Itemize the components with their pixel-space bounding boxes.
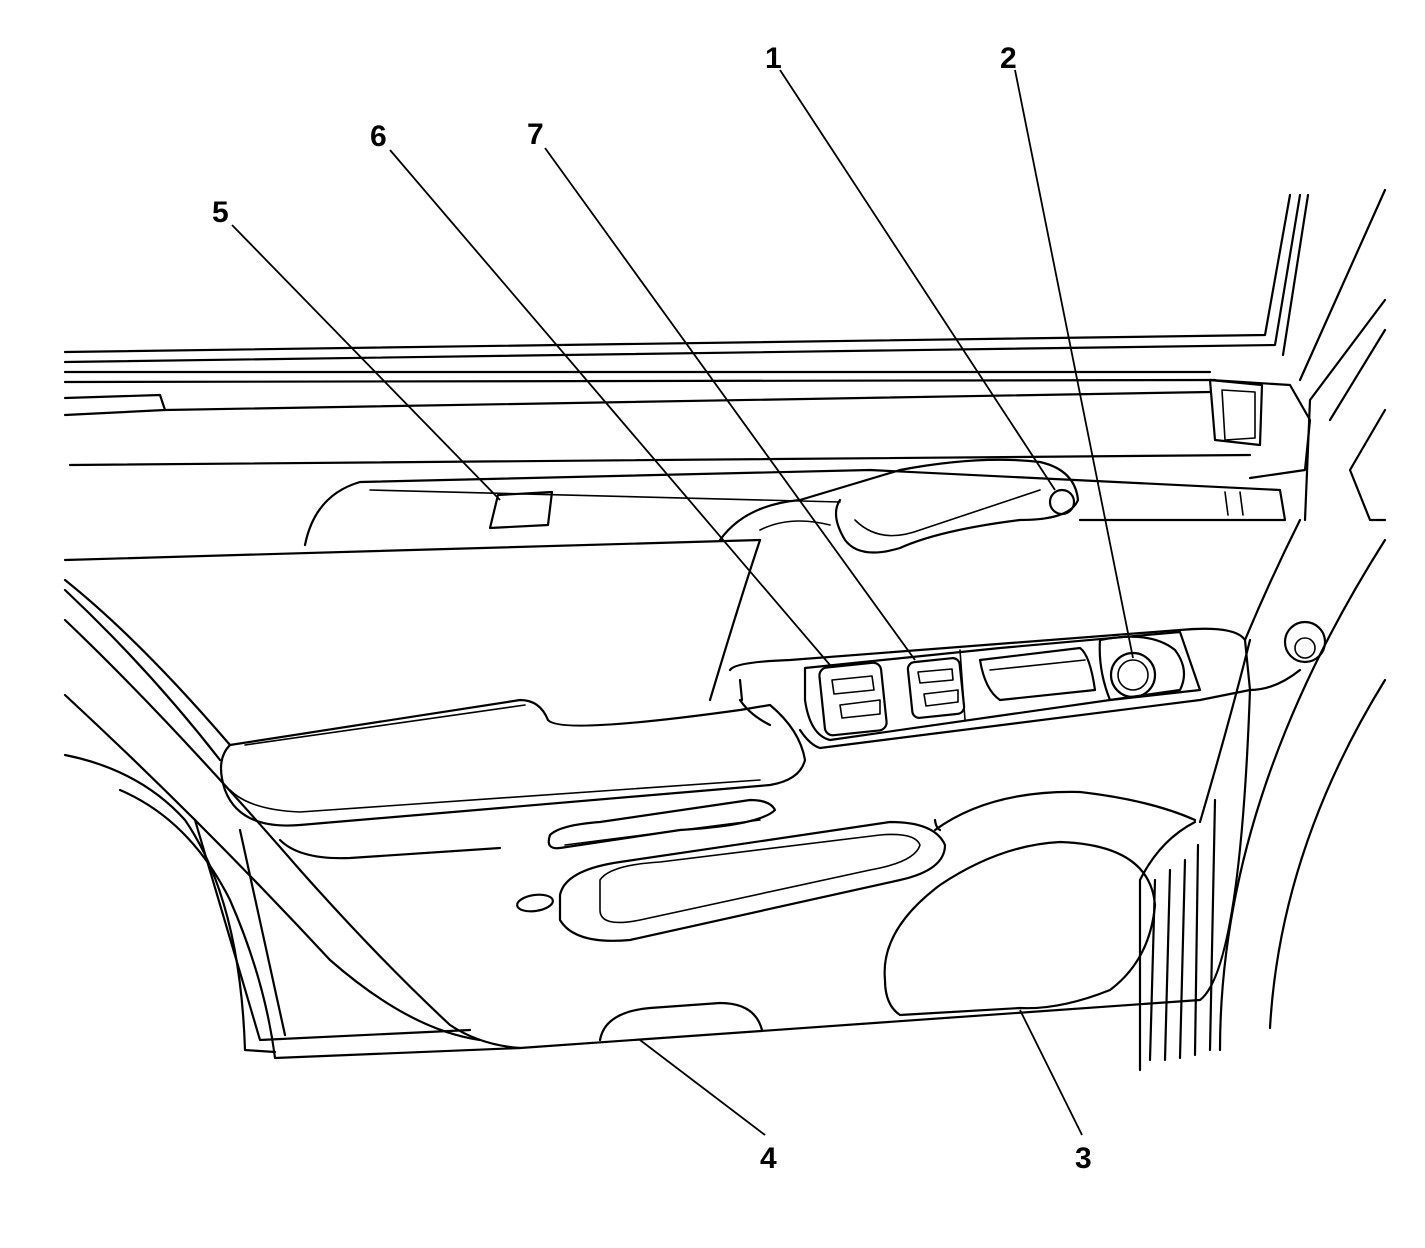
pull-handle <box>718 458 1080 554</box>
callout-4: 4 <box>760 1142 777 1175</box>
switch-bezel <box>728 627 1252 750</box>
door-edge <box>1138 518 1387 1072</box>
callout-7: 7 <box>527 118 544 151</box>
window-switch-passenger <box>906 657 966 719</box>
lock-indicator <box>488 490 554 530</box>
callout-5: 5 <box>212 196 229 229</box>
mirror-switch-recess <box>978 646 1097 702</box>
upper-trim <box>303 468 1287 547</box>
window-frame <box>63 188 1387 522</box>
leader-4 <box>639 1039 766 1136</box>
callout-1: 1 <box>765 42 782 75</box>
armrest <box>219 678 807 827</box>
leader-lines <box>231 69 1134 1136</box>
map-pocket <box>598 1001 764 1042</box>
window-switch-driver <box>818 661 888 737</box>
leader-5 <box>231 224 501 501</box>
leader-3 <box>1019 1009 1083 1136</box>
lock-button <box>1109 651 1157 699</box>
callout-3: 3 <box>1075 1142 1092 1175</box>
lower-door-panel <box>278 790 1197 942</box>
leader-6 <box>389 149 831 666</box>
leader-1 <box>779 69 1056 491</box>
callout-6: 6 <box>370 120 387 153</box>
panel-contour <box>63 578 1252 1060</box>
speaker-grille <box>883 840 1157 1017</box>
leader-7 <box>544 147 916 661</box>
panel-belt-line <box>63 538 762 562</box>
callout-labels: 1 2 3 4 5 6 7 <box>212 42 1092 1175</box>
belt-molding <box>63 370 1312 480</box>
leader-2 <box>1014 69 1134 659</box>
callout-2: 2 <box>1000 42 1017 75</box>
